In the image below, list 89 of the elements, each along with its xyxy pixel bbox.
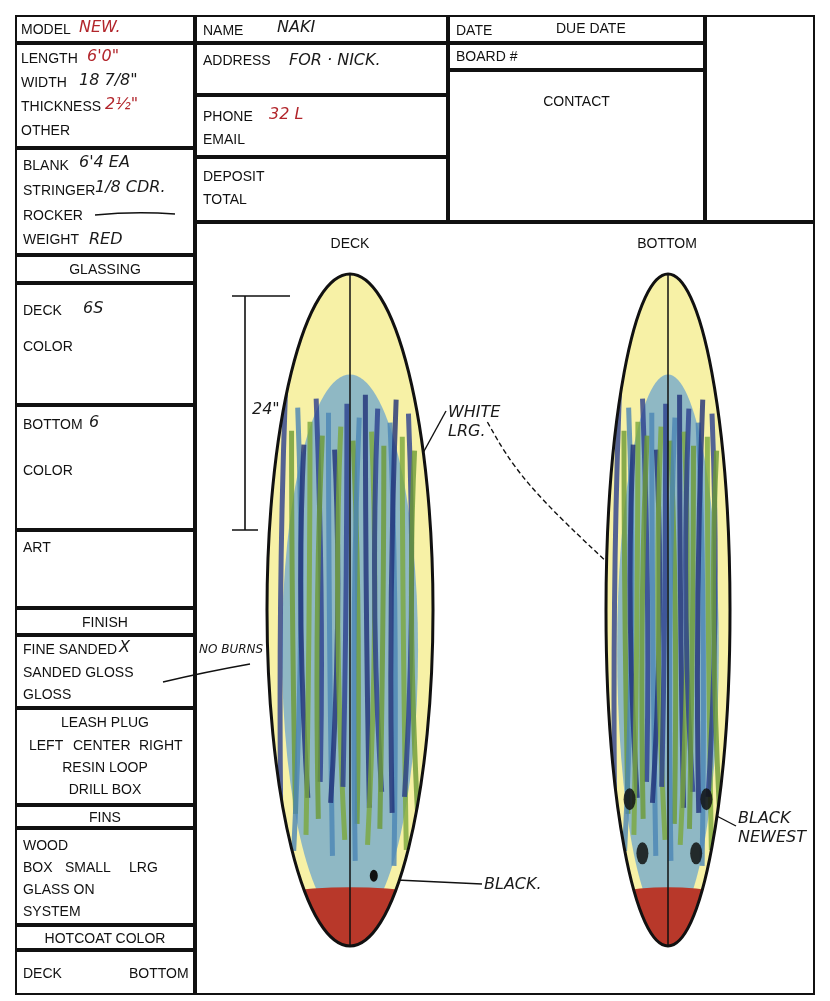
field-label: FINE SANDED [23,642,118,658]
field-label: DECK [23,303,62,319]
view-heading: DECK [330,236,370,252]
handwritten-entry: 6'4 EA [79,153,130,171]
field-label: BOARD # [456,49,518,65]
handwritten-entry: 6'0" [87,47,120,65]
form-cell [15,405,195,530]
form-cell [195,157,448,222]
form-cell [15,950,195,995]
field-label: COLOR [23,463,73,479]
section-header [15,805,195,828]
empty-box [705,15,815,222]
handwritten-entry: 2½" [105,95,139,113]
section-heading: FINISH [81,615,129,631]
field-label: ART [23,540,51,556]
form-cell [195,95,448,157]
section-heading: GLASSING [68,262,142,278]
form-cell [15,828,195,925]
option-label: DRILL BOX [67,782,143,798]
form-cell [195,43,448,95]
handwritten-entry: 1/8 CDR. [95,178,166,196]
handwritten-note: WHITE LRG. [448,402,502,441]
form-cell [15,148,195,255]
field-label: OTHER [21,123,70,139]
field-label: DUE DATE [556,21,626,37]
section-heading: CONTACT [542,94,611,110]
field-label: GLOSS [23,687,72,703]
handwritten-entry: NEW. [79,18,121,36]
handwritten-entry: 6S [83,299,104,317]
field-label: WIDTH [21,75,67,91]
handwritten-entry: 18 7/8" [79,71,138,89]
field-label: EMAIL [203,132,245,148]
field-label: DATE [456,23,493,39]
handwritten-entry: NAKI [277,18,316,36]
form-cell [15,283,195,405]
field-label: LENGTH [21,51,78,67]
field-label: COLOR [23,339,73,355]
section-heading: HOTCOAT COLOR [43,931,167,947]
field-label: CENTER [73,738,131,754]
handwritten-entry: RED [89,230,123,248]
field-label: MODEL [21,22,71,38]
section-header [15,608,195,635]
section-header [15,255,195,283]
field-label: THICKNESS [21,99,102,115]
handwritten-note: BLACK NEWEST [738,808,808,847]
form-cell [448,43,705,70]
field-label: WOOD [23,838,69,854]
field-label: DECK [23,966,62,982]
field-label: NAME [203,23,244,39]
handwritten-entry: X [119,638,130,656]
field-label: BOX [23,860,53,876]
leader-line [486,421,606,561]
section-header [448,70,705,222]
field-label: STRINGER [23,183,96,199]
form-cell [448,15,705,43]
form-cell [15,15,195,43]
field-label: WEIGHT [23,232,79,248]
field-label: GLASS ON [23,882,95,898]
handwritten-entry: FOR · NICK. [289,51,381,69]
view-heading: BOTTOM [637,236,697,252]
section-heading: FINS [88,810,122,826]
drawing-panel [195,222,815,995]
field-label: SYSTEM [23,904,81,920]
field-label: SMALL [65,860,111,876]
section-header [15,925,195,950]
form-cell [15,708,195,805]
handwritten-note: 24" [252,400,280,418]
field-label: RIGHT [139,738,183,754]
field-label: ROCKER [23,208,83,224]
option-label: RESIN LOOP [61,760,149,776]
field-label: LRG [129,860,158,876]
field-label: BOTTOM [23,417,83,433]
form-cell [195,15,448,43]
handwritten-entry: 6 [89,413,100,431]
field-label: DEPOSIT [203,169,265,185]
field-label: ADDRESS [203,53,271,69]
form-cell [15,43,195,148]
field-label: LEFT [29,738,64,754]
handwritten-entry: 32 L [269,105,304,123]
handwritten-note: NO BURNS [199,643,264,657]
field-label: BOTTOM [129,966,189,982]
field-label: BLANK [23,158,69,174]
field-label: SANDED GLOSS [23,665,134,681]
section-heading: LEASH PLUG [60,715,150,731]
form-cell [15,635,195,708]
handwritten-note: BLACK. [484,874,543,894]
field-label: TOTAL [203,192,247,208]
field-label: PHONE [203,109,253,125]
form-cell [15,530,195,608]
